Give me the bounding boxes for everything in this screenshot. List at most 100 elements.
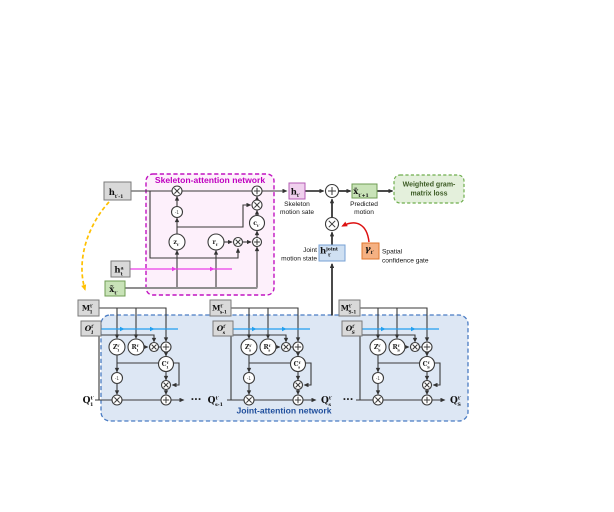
- feedback-arrow: [81, 201, 110, 291]
- multiply-icon: [171, 185, 183, 197]
- multiply-icon: [243, 394, 255, 406]
- sum-node: [324, 183, 340, 199]
- multiply-icon: [280, 341, 292, 353]
- svg-text:Mt′1: Mt′1: [82, 304, 93, 315]
- svg-text:matrix loss: matrix loss: [411, 191, 448, 198]
- multiply-icon: [372, 394, 384, 406]
- h-prev-box: ht′-1: [103, 181, 132, 201]
- svg-text:-1: -1: [247, 376, 252, 381]
- gate-Z-circle: Zt′S: [369, 338, 387, 356]
- product-node: [324, 216, 340, 232]
- multiply-icon: [409, 341, 421, 353]
- predicted-motion-caption: Predicted: [350, 201, 378, 208]
- add-icon: [251, 236, 263, 248]
- multiply-icon: [232, 236, 244, 248]
- gate-R-circle: Rt′s: [259, 338, 277, 356]
- gamma-gate-box: γt′: [361, 242, 380, 260]
- svg-text:motion state: motion state: [281, 256, 317, 263]
- svg-text:Ot′S: Ot′S: [346, 324, 356, 335]
- svg-text:-1: -1: [115, 376, 120, 381]
- minus-one-gate: -1: [242, 371, 256, 385]
- joint-network-title: Joint-attention network: [236, 406, 331, 416]
- svg-text:Rt′1: Rt′1: [132, 344, 140, 353]
- svg-text:Rt′S: Rt′S: [393, 344, 401, 353]
- svg-text:Mt′S-1: Mt′S-1: [341, 304, 357, 315]
- svg-text:Weighted gram-: Weighted gram-: [403, 182, 456, 189]
- memory-box: Mt′s-1: [209, 299, 232, 317]
- attention-output-box: Ot′1: [80, 320, 102, 337]
- multiply-icon: [292, 379, 304, 391]
- minus-one-gate: -1: [170, 205, 184, 219]
- top-flow-wires: [305, 188, 394, 316]
- svg-text:hat: hat: [114, 266, 123, 278]
- q-input-1-label: Qt′1: [83, 396, 95, 409]
- svg-text:rt′: rt′: [212, 239, 218, 247]
- x-input-box: x̃t′: [104, 280, 126, 297]
- joint-attention-block: Mt′s-1 Ot′s Zt′s Rt′s Ct′s -1: [209, 299, 317, 406]
- svg-text:motion sate: motion sate: [280, 209, 314, 216]
- svg-text:ht′: ht′: [291, 188, 301, 200]
- joint-attention-block: Mt′1 Ot′1 Zt′1 Rt′1 Ct′1 -1: [77, 299, 185, 406]
- joint-attention-block: Mt′S-1 Ot′S Zt′S Rt′S Ct′S -1: [338, 299, 446, 406]
- svg-text:Mt′s-1: Mt′s-1: [212, 304, 227, 315]
- svg-text:-1: -1: [175, 210, 180, 215]
- q-input-s-label: Qt′s-1: [208, 396, 223, 409]
- skeleton-network-title: Skeleton-attention network: [155, 175, 266, 185]
- memory-box: Mt′S-1: [338, 299, 361, 317]
- ellipsis: ···: [191, 395, 202, 406]
- gate-R-circle: Rt′S: [388, 338, 406, 356]
- svg-text:x̃t′: x̃t′: [109, 284, 118, 297]
- skeleton-attention-box: [145, 173, 275, 296]
- svg-text:Zt′s: Zt′s: [245, 344, 252, 353]
- skeleton-gates: -1 zt′ rt′ ct′: [168, 185, 266, 251]
- svg-text:Ot′s: Ot′s: [217, 324, 227, 335]
- svg-text:γt′: γt′: [365, 245, 375, 257]
- q-output-S-label: Qt′S: [450, 396, 462, 409]
- gate-Z-circle: Zt′1: [108, 338, 126, 356]
- svg-text:x̄t′+1: x̄t′+1: [353, 187, 368, 199]
- minus-one-gate: -1: [371, 371, 385, 385]
- svg-text:Zt′S: Zt′S: [374, 344, 381, 353]
- add-icon: [421, 341, 433, 353]
- add-icon: [421, 394, 433, 406]
- add-icon: [292, 341, 304, 353]
- predicted-motion-box: x̄t′+1: [351, 183, 378, 199]
- add-icon: [292, 394, 304, 406]
- add-icon: [160, 394, 172, 406]
- svg-text:Rt′s: Rt′s: [264, 344, 272, 353]
- gate-r-circle: rt′: [207, 233, 225, 251]
- add-icon: [251, 185, 263, 197]
- gate-R-circle: Rt′1: [127, 338, 145, 356]
- multiply-icon: [160, 379, 172, 391]
- gate-Z-circle: Zt′s: [240, 338, 258, 356]
- svg-text:Ot′1: Ot′1: [85, 324, 95, 335]
- svg-text:Ct′1: Ct′1: [162, 361, 170, 370]
- weighted-gram-loss-box: Weighted gram- matrix loss: [393, 174, 465, 204]
- gate-C-circle: Ct′S: [418, 355, 436, 373]
- skeleton-state-caption: Skeleton: [284, 201, 310, 208]
- spatial-gate-caption: Spatial: [382, 249, 403, 256]
- gate-z-circle: zt′: [168, 233, 186, 251]
- gate-c-circle: ct′: [248, 214, 266, 232]
- svg-text:motion: motion: [354, 209, 374, 216]
- h-state-box: ht′: [288, 182, 306, 200]
- multiply-icon: [421, 379, 433, 391]
- multiply-icon: [111, 394, 123, 406]
- svg-text:Zt′1: Zt′1: [113, 344, 120, 353]
- confidence-gate-arrow: [341, 221, 370, 243]
- svg-text:zt′: zt′: [173, 239, 179, 247]
- multiply-icon: [251, 199, 263, 211]
- svg-text:confidence gate: confidence gate: [382, 258, 429, 265]
- captions: Skeleton motion sate Predicted motion Jo…: [280, 201, 429, 265]
- joint-state-caption: Joint: [303, 247, 317, 254]
- svg-text:ht′-1: ht′-1: [109, 188, 124, 200]
- svg-text:Ct′S: Ct′S: [423, 361, 431, 370]
- add-icon: [160, 341, 172, 353]
- svg-text:ct′: ct′: [253, 220, 259, 228]
